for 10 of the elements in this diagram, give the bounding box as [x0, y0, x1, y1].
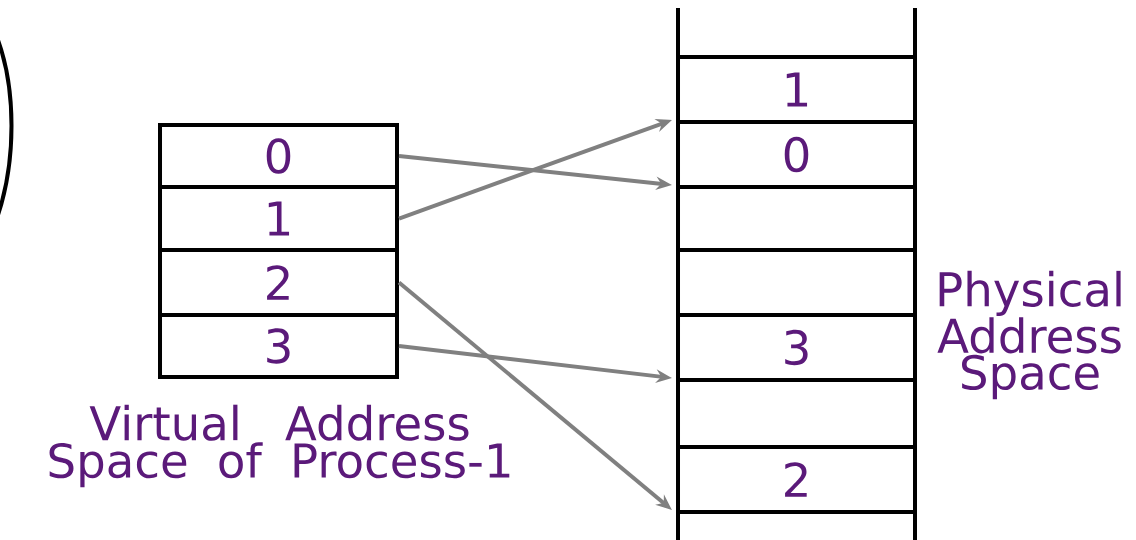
table-row: 3	[158, 313, 399, 379]
table-row: 1	[158, 185, 399, 252]
heading-text: Physical Address Space	[937, 270, 1121, 400]
heading-text: Virtual Address Space of Process-1	[49, 404, 510, 488]
memory-slot: 0	[676, 120, 917, 189]
table-row: 2	[158, 248, 399, 317]
table-row: 0	[158, 123, 399, 189]
memory-slot: 3	[676, 313, 917, 382]
memory-slot: 2	[676, 445, 917, 514]
memory-slot: 1	[676, 55, 917, 124]
